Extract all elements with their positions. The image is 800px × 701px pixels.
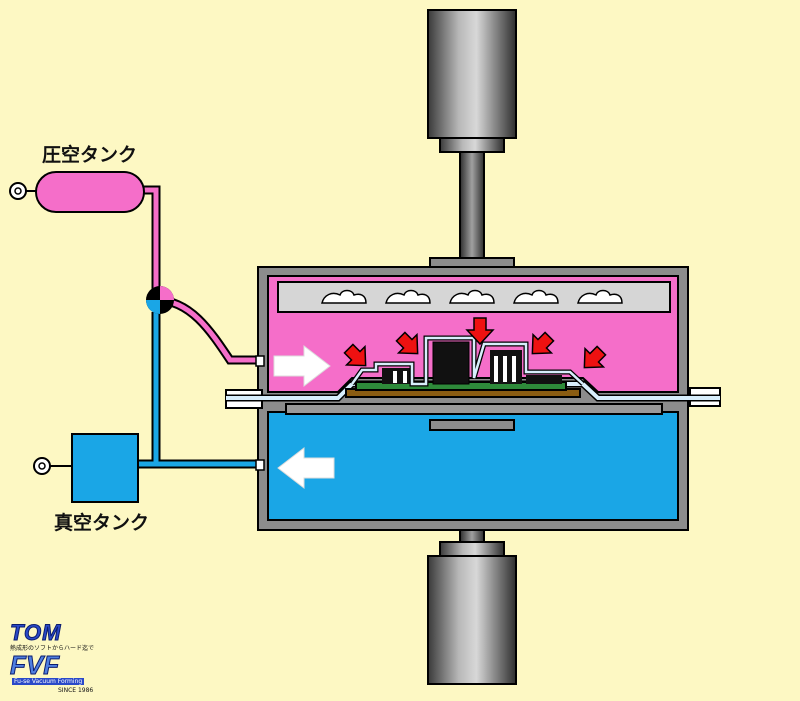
logo-since: SINCE 1986 — [58, 687, 94, 694]
forming-chamber — [225, 266, 721, 531]
forming-table — [285, 403, 663, 415]
pressure-tank — [9, 171, 145, 213]
pressure-tank-label: 圧空タンク — [42, 144, 138, 166]
vacuum-tank — [33, 433, 139, 503]
air-inflow-arrow — [273, 344, 331, 388]
logo-brand-top: TOM — [9, 620, 62, 646]
pressure-arrows — [343, 317, 607, 369]
logo-tagline-jp: 熱成形のソフトからハード迄で — [10, 645, 95, 652]
logo-brand-bottom: FVF — [9, 650, 60, 681]
air-outflow-arrow — [277, 446, 335, 490]
vacuum-line — [138, 312, 262, 469]
upper-press-cylinder — [427, 9, 517, 269]
logo-tagline-en: Fu-se Vacuum Forming — [12, 678, 85, 685]
vacuum-tank-label: 真空タンク — [54, 512, 150, 534]
three-way-valve — [146, 286, 174, 314]
heater-elements — [321, 289, 623, 304]
